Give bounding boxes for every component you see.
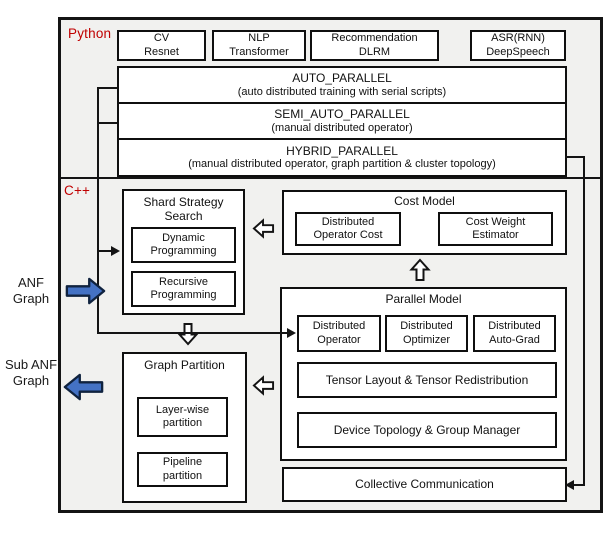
semi-auto-parallel-title: SEMI_AUTO_PARALLEL	[274, 107, 410, 122]
arrow-up-icon	[409, 258, 431, 281]
arrow-down-icon	[177, 323, 199, 346]
recursive-programming-label: Recursive Programming	[150, 275, 217, 301]
right-connector-vertical-line	[583, 156, 585, 486]
semi-auto-parallel-subtitle: (manual distributed operator)	[271, 121, 413, 134]
dynamic-programming-box: Dynamic Programming	[131, 227, 236, 263]
hybrid-parallel-subtitle: (manual distributed operator, graph part…	[188, 158, 496, 171]
app-box-recommendation: Recommendation DLRM	[310, 30, 439, 61]
shard-strategy-search-title: Shard Strategy Search	[143, 195, 224, 223]
app-box-nlp: NLP Transformer	[212, 30, 306, 61]
cost-model-title: Cost Model	[394, 194, 455, 208]
tensor-layout-redistribution-box: Tensor Layout & Tensor Redistribution	[297, 362, 557, 398]
mode-bar-semi-auto-parallel: SEMI_AUTO_PARALLEL (manual distributed o…	[117, 102, 567, 140]
pipeline-partition-label: Pipeline partition	[162, 456, 203, 482]
app-box-asr-line1: ASR(RNN)	[491, 32, 545, 45]
pipeline-partition-box: Pipeline partition	[137, 452, 228, 487]
semi-auto-parallel-stub-line	[97, 122, 117, 124]
distributed-operator-cost-box: Distributed Operator Cost	[295, 212, 401, 246]
collective-communication-box: Collective Communication	[282, 467, 567, 502]
layer-wise-partition-label: Layer-wise partition	[155, 403, 210, 429]
recursive-programming-box: Recursive Programming	[131, 271, 236, 307]
cost-weight-estimator-box: Cost Weight Estimator	[438, 212, 553, 246]
tensor-layout-redistribution-label: Tensor Layout & Tensor Redistribution	[325, 372, 529, 387]
arrowhead-to-collective-communication	[565, 480, 574, 490]
python-cpp-divider	[58, 177, 603, 179]
arrowhead-to-parallel-model	[287, 328, 296, 338]
dynamic-programming-label: Dynamic Programming	[150, 231, 217, 257]
distributed-operator-cost-label: Distributed Operator Cost	[313, 215, 383, 241]
distributed-operator-label: Distributed Operator	[312, 320, 366, 346]
app-box-recommendation-line1: Recommendation	[331, 32, 418, 45]
app-box-asr-line2: DeepSpeech	[486, 45, 550, 58]
auto-parallel-title: AUTO_PARALLEL	[292, 71, 392, 86]
sub-anf-graph-output-arrow-icon	[63, 373, 104, 401]
right-connector-bottom-line	[573, 484, 585, 486]
mode-bar-auto-parallel: AUTO_PARALLEL (auto distributed training…	[117, 66, 567, 104]
arrow-line-to-parallel-model	[97, 332, 288, 334]
app-box-nlp-line1: NLP	[248, 32, 270, 45]
arrowhead-to-shard-search	[111, 246, 120, 256]
app-box-asr: ASR(RNN) DeepSpeech	[470, 30, 566, 61]
right-connector-top-line	[565, 156, 585, 158]
device-topology-group-manager-label: Device Topology & Group Manager	[333, 422, 521, 437]
distributed-optimizer-box: Distributed Optimizer	[385, 315, 468, 352]
arrow-line-to-shard-search	[97, 250, 112, 252]
python-section-label: Python	[68, 26, 112, 41]
anf-graph-input-arrow-icon	[65, 277, 106, 305]
auto-parallel-subtitle: (auto distributed training with serial s…	[237, 85, 447, 98]
distributed-operator-box: Distributed Operator	[297, 315, 381, 352]
left-connector-vertical-line	[97, 87, 99, 334]
parallel-model-title: Parallel Model	[385, 292, 462, 306]
app-box-cv-line1: CV	[153, 32, 170, 45]
distributed-auto-grad-box: Distributed Auto-Grad	[473, 315, 556, 352]
device-topology-group-manager-box: Device Topology & Group Manager	[297, 412, 557, 448]
auto-parallel-stub-line	[97, 87, 117, 89]
sub-anf-graph-label: Sub ANF Graph	[4, 357, 58, 388]
mode-bar-hybrid-parallel: HYBRID_PARALLEL (manual distributed oper…	[117, 138, 567, 177]
graph-partition-title: Graph Partition	[144, 358, 225, 372]
app-box-cv-line2: Resnet	[144, 45, 179, 58]
layer-wise-partition-box: Layer-wise partition	[137, 397, 228, 437]
cost-weight-estimator-label: Cost Weight Estimator	[465, 215, 526, 241]
app-box-recommendation-line2: DLRM	[358, 45, 391, 58]
collective-communication-label: Collective Communication	[355, 477, 494, 492]
distributed-auto-grad-label: Distributed Auto-Grad	[488, 320, 541, 346]
arrow-left-icon	[252, 375, 275, 396]
app-box-nlp-line2: Transformer	[229, 45, 289, 58]
hybrid-parallel-title: HYBRID_PARALLEL	[286, 143, 398, 158]
cpp-section-label: C++	[64, 183, 91, 198]
distributed-optimizer-label: Distributed Optimizer	[400, 320, 453, 346]
app-box-cv: CV Resnet	[117, 30, 206, 61]
arrow-left-icon	[252, 218, 275, 239]
anf-graph-label: ANF Graph	[12, 275, 50, 306]
